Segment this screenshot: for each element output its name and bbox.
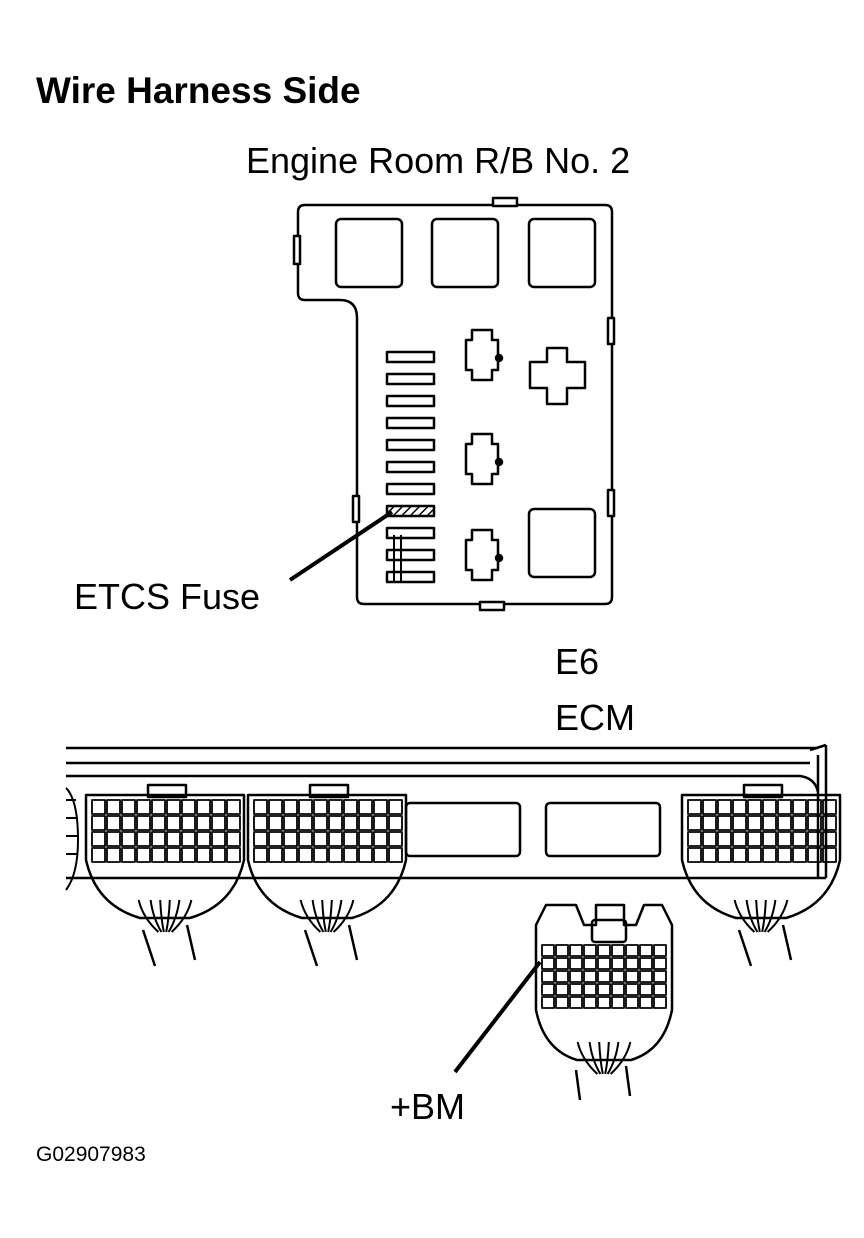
figure-code: G02907983 [36,1143,146,1166]
ecm-connector-b-latch [308,783,350,799]
relay-socket-2 [430,217,500,289]
etcs-fuse-slot [385,504,436,518]
ecm-connector-c-latch [590,918,628,944]
ecm-connector-b-shell [246,793,408,920]
ecm-connector-a-harness [141,924,197,967]
ecm-connector-a-shell [84,793,246,920]
small-fuse-socket-1 [464,328,500,382]
bm-terminal-label: +BM [390,1086,466,1127]
ecm-connector-d-shell [680,793,842,920]
ecm-connector-edge [65,787,79,891]
relay-block-top-tab [491,196,519,208]
small-fuse-socket-3 [464,528,500,582]
ecm-connector-b-harness [303,924,359,967]
cross-relay-socket [528,346,587,406]
relay-socket-1 [334,217,404,289]
fuse-slots [385,350,436,584]
ecm-connector-d-latch [742,783,784,799]
etcs-fuse-label: ETCS Fuse [74,576,261,617]
relay-block-label: Engine Room R/B No. 2 [246,140,631,181]
ecm-connector-b-wires [299,899,355,933]
ecm-connector-a-wires [137,899,193,933]
ecm-connector-c-harness [574,1065,632,1101]
ecm-connector-d-pins [687,799,837,863]
relay-block-outline [296,203,614,606]
etcs-fuse-leader [288,510,394,582]
ecm-connector-c-shell [534,903,674,1062]
ecm-connector-b-pins [253,799,403,863]
connector-code-label: E6 [555,641,600,682]
ecm-body [66,743,828,880]
small-fuse-socket-2 [464,432,500,486]
ecm-connector-d-harness [737,924,793,967]
relay-socket-3 [527,217,597,289]
bm-terminal-leader [453,960,542,1074]
ecm-connector-a-pins [91,799,241,863]
ecm-connector-c-pins [541,944,667,1009]
ecm-connector-c-wires [576,1041,632,1075]
ecm-label: ECM [555,697,635,738]
ecm-connector-d-wires [733,899,789,933]
page-title: Wire Harness Side [36,70,361,111]
relay-socket-4 [527,507,597,579]
relay-block-bottom-tab [478,600,506,612]
ecm-connector-a-latch [146,783,188,799]
